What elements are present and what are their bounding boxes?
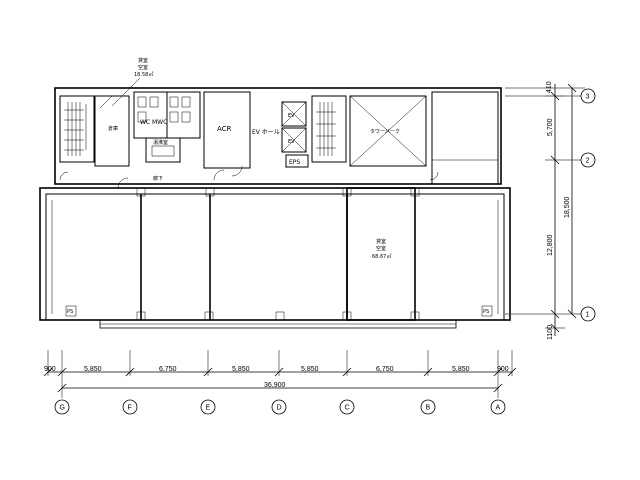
core-rooms: 倉庫 WC MWC 湯沸室 廊下 ACR EV ホール EV E [59, 91, 499, 185]
grid-label-F: F [128, 405, 132, 412]
ev-hall-label: EV ホール [252, 129, 280, 136]
dim-h-left-edge: 900 [44, 366, 56, 373]
ps-label-right: PS [483, 309, 489, 315]
grid-bubble-E [200, 399, 216, 415]
grid-label-E: E [206, 405, 211, 412]
dim-v-upper: 5,700 [547, 118, 554, 136]
dim-v-bottom-edge: 1100 [547, 325, 554, 340]
acr-label: ACR [217, 125, 232, 133]
building-shell [39, 87, 511, 329]
grid-label-1: 1 [586, 312, 590, 319]
vacancy-large-area: 68.67㎡ [372, 253, 391, 260]
grid-label-C: C [345, 405, 350, 412]
vertical-dimensions: 410 5,700 12,800 18,500 1100 3 2 1 [505, 81, 596, 340]
vacancy-small-area: 18.58㎡ [134, 71, 153, 78]
grid-label-3: 3 [586, 94, 590, 101]
dim-h-total: 36,900 [264, 382, 286, 389]
vacancy-large-line2: 空室 [376, 245, 386, 252]
ps-label-left: PS [67, 309, 73, 315]
kyutou-label: 湯沸室 [153, 139, 168, 146]
ev-label-2: EV [288, 139, 295, 145]
grid-bubble-2 [580, 152, 596, 168]
left-stair [64, 102, 87, 156]
office-partitions: PS PS [51, 165, 499, 321]
wc1-label-2: MWC [152, 119, 167, 126]
grid-label-2: 2 [586, 158, 590, 165]
right-stair [316, 102, 336, 156]
grid-bubble-G [54, 399, 70, 415]
grid-bubble-C [339, 399, 355, 415]
vacancy-large-line1: 貸室 [376, 238, 386, 245]
grid-label-D: D [277, 405, 282, 412]
dim-h-span-6: 5,850 [452, 366, 470, 373]
grid-bubble-1 [580, 306, 596, 322]
column-grid-bubbles: G F E D C B A [54, 399, 506, 415]
tower-park-label: タワーパーク [370, 128, 400, 135]
grid-label-A: A [496, 405, 501, 412]
dim-v-total: 18,500 [564, 196, 571, 218]
corridor-label: 廊下 [153, 175, 163, 182]
dim-h-span-1: 5,850 [84, 366, 102, 373]
dim-h-span-4: 5,850 [301, 366, 319, 373]
dim-v-lower: 12,800 [547, 234, 554, 256]
dim-h-right-edge: 900 [497, 366, 509, 373]
grid-bubble-A [490, 399, 506, 415]
vacancy-callout-small: 貸室 空室 18.58㎡ [111, 57, 153, 107]
dim-h-span-3: 5,850 [232, 366, 250, 373]
ev-label-1: EV [288, 113, 295, 119]
dim-v-top-edge: 410 [546, 81, 553, 93]
dim-h-span-5: 6,750 [376, 366, 394, 373]
vacancy-small-line1: 貸室 [138, 57, 148, 64]
storage-label: 倉庫 [108, 125, 118, 132]
vacancy-small-line2: 空室 [138, 64, 148, 71]
grid-label-B: B [426, 405, 431, 412]
horizontal-dimensions: 900 5,850 6,750 5,850 5,850 6,750 5,850 … [43, 350, 517, 398]
elevator-shafts: EV EV [281, 101, 307, 153]
dim-h-span-2: 6,750 [159, 366, 177, 373]
grid-bubble-B [420, 399, 436, 415]
vacancy-label-large: 貸室 空室 68.67㎡ [372, 238, 391, 260]
wc1-label: WC [140, 119, 150, 126]
eps-label: EPS [289, 159, 300, 166]
grid-bubble-D [271, 399, 287, 415]
grid-bubble-3 [580, 88, 596, 104]
grid-label-G: G [60, 405, 65, 412]
grid-bubble-F [122, 399, 138, 415]
